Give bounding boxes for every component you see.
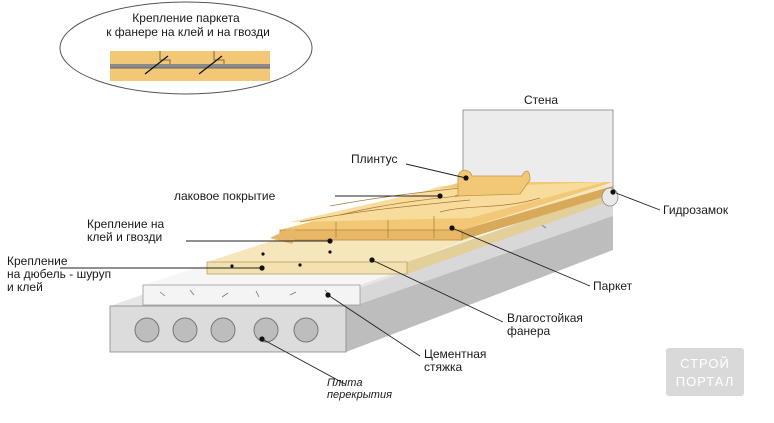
watermark-logo: СТРОЙ ПОРТАЛ (666, 348, 744, 396)
watermark-line2: ПОРТАЛ (676, 374, 735, 389)
label-slab-line2: перекрытия (327, 389, 392, 401)
parquet-boards (270, 182, 613, 244)
label-screed-line2: стяжка (424, 360, 463, 374)
leader-lines (60, 163, 661, 385)
labels: Стена Плинтус лаковое покрытие Крепление… (7, 93, 729, 401)
plinth (457, 169, 531, 197)
inset-callout: Крепление паркета к фанере на клей и на … (59, 1, 313, 95)
label-fix-glue-nails-line1: Крепление на (87, 217, 164, 231)
label-hydrolock: Гидрозамок (663, 203, 729, 217)
label-plywood-line2: фанера (507, 324, 551, 338)
inset-title-line2: к фанере на клей и на гвозди (106, 25, 270, 39)
hydrolock-bead (601, 187, 619, 207)
label-slab-line1: Плита (327, 377, 362, 389)
wall (462, 109, 614, 189)
label-plinth: Плинтус (351, 152, 397, 166)
label-fix-glue-nails-line2: клей и гвозди (87, 230, 162, 244)
inset-nail-1 (144, 55, 169, 75)
watermark-line1: СТРОЙ (680, 356, 730, 371)
label-fix-dowel-line2: на дюбель - шуруп (7, 267, 111, 281)
slab-holes (134, 317, 319, 343)
label-fix-dowel-line3: и клей (7, 280, 43, 294)
inset-nail-2 (198, 55, 223, 75)
label-fix-dowel-line1: Крепление (7, 254, 68, 268)
label-parquet: Паркет (593, 279, 633, 293)
label-lacquer: лаковое покрытие (174, 189, 276, 203)
inset-plywood-line (110, 64, 270, 68)
inset-title-line1: Крепление паркета (132, 11, 240, 25)
label-plywood-line1: Влагостойкая (507, 311, 583, 325)
label-wall: Стена (524, 93, 558, 107)
label-screed-line1: Цементная (424, 347, 486, 361)
